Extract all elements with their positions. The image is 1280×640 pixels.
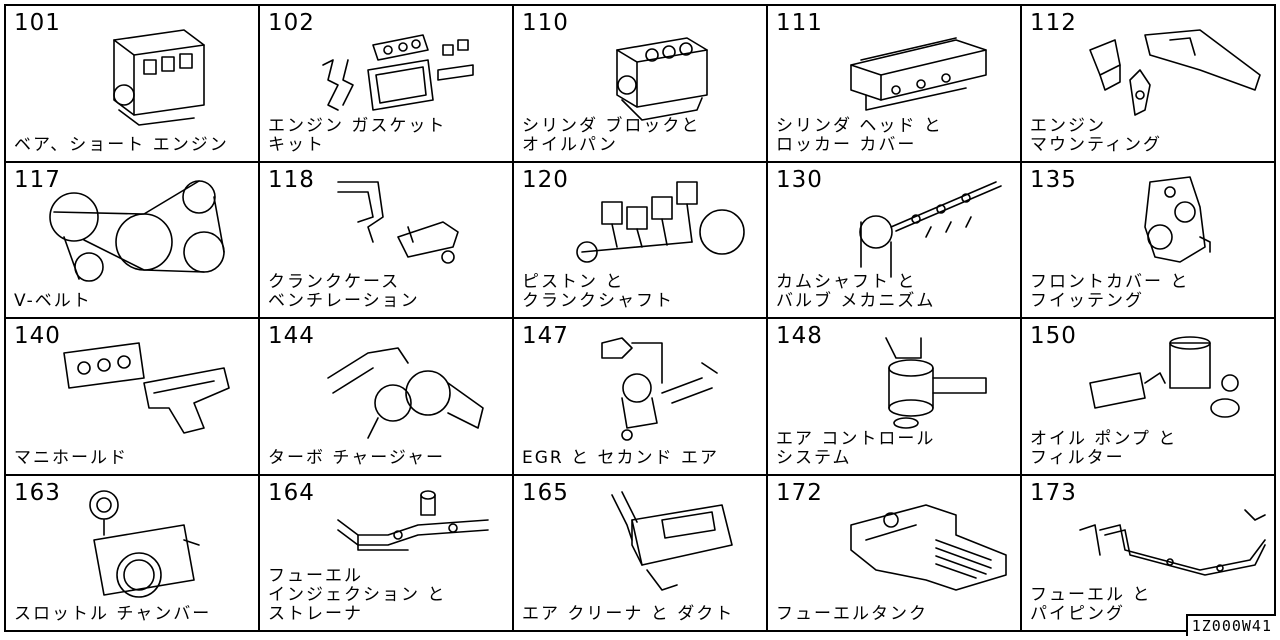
category-number: 172: [776, 479, 823, 506]
category-cell-102[interactable]: 102 エンジン ガスケット キット: [260, 6, 514, 163]
oil-pump-filter-icon: [1060, 323, 1270, 445]
category-number: 120: [522, 166, 569, 193]
category-cell-163[interactable]: 163 スロットル チャンバー: [6, 475, 260, 632]
category-number: 140: [14, 323, 61, 349]
category-label: オイル ポンプ と フィルター: [1030, 428, 1178, 468]
egr-valve-icon: [552, 323, 762, 445]
engine-mount-icon: [1060, 10, 1270, 132]
category-number: 112: [1030, 10, 1077, 36]
category-cell-150[interactable]: 150 オイル ポンプ と フィルター: [1022, 319, 1276, 476]
category-label: クランクケース ベンチレーション: [268, 272, 420, 311]
document-code: 1Z000W41: [1185, 614, 1276, 636]
category-number: 165: [522, 479, 569, 506]
camshaft-valve-icon: [806, 167, 1016, 289]
category-number: 102: [268, 10, 315, 36]
category-number: 110: [522, 10, 569, 36]
gasket-kit-icon: [298, 10, 508, 132]
category-number: 118: [268, 166, 315, 193]
category-label: ピストン と クランクシャフト: [522, 272, 674, 311]
category-label: ターボ チャージャー: [268, 447, 446, 468]
category-cell-140[interactable]: 140 マニホールド: [6, 319, 260, 476]
category-number: 163: [14, 479, 61, 506]
category-cell-172[interactable]: 172 フューエルタンク: [768, 475, 1022, 632]
crankcase-vent-icon: [298, 167, 508, 289]
category-cell-165[interactable]: 165 エア クリーナ と ダクト: [514, 475, 768, 632]
category-cell-144[interactable]: 144 ターボ チャージャー: [260, 319, 514, 476]
manifold-icon: [44, 323, 254, 445]
front-cover-icon: [1060, 167, 1270, 289]
category-label: EGR と セカンド エア: [522, 447, 719, 468]
v-belt-icon: [44, 167, 254, 289]
category-number: 173: [1030, 479, 1077, 506]
category-cell-101[interactable]: 101 ベア、ショート エンジン: [6, 6, 260, 163]
category-number: 135: [1030, 166, 1077, 193]
category-number: 148: [776, 323, 823, 349]
category-label: スロットル チャンバー: [14, 604, 212, 624]
category-number: 101: [14, 10, 61, 36]
category-cell-111[interactable]: 111 シリンダ ヘッド と ロッカー カバー: [768, 6, 1022, 163]
category-label: エア クリーナ と ダクト: [522, 604, 735, 624]
category-cell-118[interactable]: 118 クランクケース ベンチレーション: [260, 162, 514, 319]
category-label: カムシャフト と バルブ メカニズム: [776, 272, 936, 311]
fuel-injection-icon: [298, 480, 508, 602]
category-label: フューエル インジェクション と ストレーナ: [268, 566, 447, 624]
air-cleaner-icon: [552, 480, 762, 602]
category-label: シリンダ ブロックと オイルパン: [522, 115, 701, 155]
category-number: 147: [522, 323, 569, 349]
category-number: 111: [776, 10, 823, 36]
piston-crankshaft-icon: [552, 167, 762, 289]
category-number: 117: [14, 166, 61, 193]
category-number: 144: [268, 323, 315, 349]
category-cell-148[interactable]: 148 エア コントロール システム: [768, 319, 1022, 476]
category-cell-112[interactable]: 112 エンジン マウンティング: [1022, 6, 1276, 163]
category-label: シリンダ ヘッド と ロッカー カバー: [776, 115, 943, 155]
category-cell-110[interactable]: 110 シリンダ ブロックと オイルパン: [514, 6, 768, 163]
category-number: 164: [268, 479, 315, 506]
category-number: 150: [1030, 323, 1077, 349]
fuel-tank-icon: [806, 480, 1016, 602]
category-cell-130[interactable]: 130 カムシャフト と バルブ メカニズム: [768, 162, 1022, 319]
category-cell-164[interactable]: 164 フューエル インジェクション と ストレーナ: [260, 475, 514, 632]
category-label: エンジン ガスケット キット: [268, 115, 447, 155]
category-label: フューエルタンク: [776, 604, 928, 624]
category-cell-120[interactable]: 120 ピストン と クランクシャフト: [514, 162, 768, 319]
cylinder-block-icon: [552, 10, 762, 132]
category-label: フューエル と パイピング: [1030, 585, 1152, 624]
fuel-piping-icon: [1060, 480, 1270, 602]
category-label: フロントカバー と フイッテング: [1030, 272, 1190, 311]
category-label: ベア、ショート エンジン: [14, 134, 229, 155]
category-label: エア コントロール システム: [776, 428, 936, 468]
category-cell-135[interactable]: 135 フロントカバー と フイッテング: [1022, 162, 1276, 319]
category-label: マニホールド: [14, 447, 128, 468]
parts-category-grid: 101 ベア、ショート エンジン 102 エンジン ガスケット キット 110 シリン…: [4, 4, 1276, 632]
category-label: V-ベルト: [14, 291, 92, 311]
air-control-icon: [806, 323, 1016, 445]
turbocharger-icon: [298, 323, 508, 445]
category-cell-173[interactable]: 173 フューエル と パイピング: [1022, 475, 1276, 632]
cylinder-head-icon: [806, 10, 1016, 132]
category-number: 130: [776, 166, 823, 193]
bare-engine-icon: [44, 10, 254, 132]
throttle-chamber-icon: [44, 480, 254, 602]
category-label: エンジン マウンティング: [1030, 115, 1162, 155]
